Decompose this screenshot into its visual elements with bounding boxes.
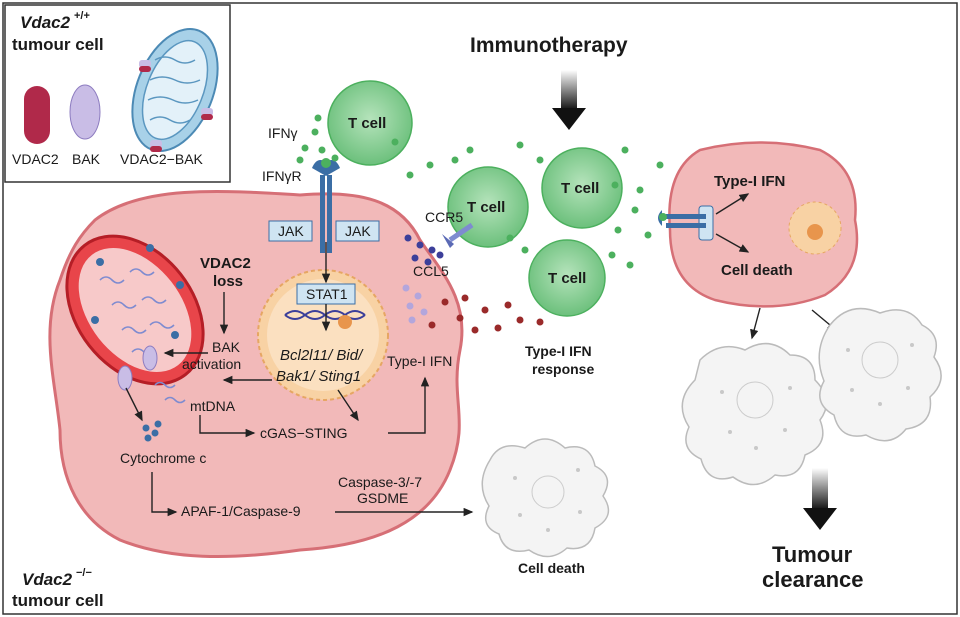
ifng-dots-field — [391, 138, 664, 269]
legend-title-gene: Vdac2 — [20, 13, 71, 32]
stat1-box: STAT1 — [296, 283, 356, 305]
legend-title-sup: +/+ — [74, 10, 90, 22]
cytochrome-c-dots — [142, 420, 162, 442]
t-cell-bottom-label: T cell — [548, 270, 586, 287]
type1-ifn-label: Type-I IFN — [387, 353, 452, 369]
cell-death-center-label: Cell death — [518, 560, 585, 576]
immunotherapy-arrow — [552, 70, 586, 130]
t-cell-top: T cell — [327, 80, 413, 166]
jak-right-label: JAK — [345, 223, 371, 239]
ifng-label: IFNγ — [268, 125, 298, 141]
vdac2-legend-icon — [24, 86, 50, 144]
mtdna-fragments — [154, 381, 186, 404]
ccr5-label: CCR5 — [425, 209, 463, 225]
t-cell-bottom: T cell — [528, 239, 606, 317]
genes-line-2: Bak1/ Sting1 — [276, 368, 361, 385]
type1-ifn-red-dots — [428, 294, 544, 334]
legend-label-vdac2-bak: VDAC2−BAK — [120, 151, 204, 167]
ifn-response-line-2: response — [532, 361, 594, 377]
legend-title-rest: tumour cell — [12, 35, 104, 54]
clearance-line-1: Tumour — [772, 542, 853, 567]
genes-line-1: Bcl2l11/ Bid/ — [280, 347, 364, 364]
t-cell-top-label: T cell — [348, 115, 386, 132]
right-tumour-cell — [658, 141, 859, 308]
jak-left: JAK — [268, 220, 313, 242]
mitochondrion — [65, 234, 205, 391]
t-cell-ccr5-label: T cell — [467, 199, 505, 216]
mitochondrion-legend-icon — [131, 27, 219, 153]
ko-cell-rest: tumour cell — [12, 591, 104, 610]
dead-cell-right-2 — [818, 307, 942, 442]
vdac2-loss-line-2: loss — [213, 273, 243, 290]
ccr5-receptor — [442, 222, 474, 248]
right-cell-death-label: Cell death — [721, 262, 793, 279]
clearance-line-2: clearance — [762, 567, 864, 592]
vdac2-loss-line-1: VDAC2 — [200, 255, 251, 272]
legend-box: Vdac2 +/+ tumour cell VDAC2 BAK VDAC2−BA… — [4, 4, 231, 183]
ifng-dots — [296, 114, 339, 164]
caspase-line-1: Caspase-3/-7 — [338, 474, 422, 490]
stat1-label: STAT1 — [306, 286, 348, 302]
cgas-sting-label: cGAS−STING — [260, 425, 348, 441]
dead-cell-right-1 — [681, 342, 828, 486]
ko-cell-gene: Vdac2 — [22, 570, 73, 589]
ccl5-label: CCL5 — [413, 263, 449, 279]
immunotherapy-title: Immunotherapy — [470, 34, 628, 57]
caspase-line-2: GSDME — [357, 490, 408, 506]
jak-right: JAK — [335, 220, 380, 242]
pathway-arrows — [125, 242, 474, 517]
bak-legend-icon — [69, 84, 101, 140]
t-cell-middle-label: T cell — [561, 180, 599, 197]
mtdna-label: mtDNA — [190, 398, 236, 414]
jak-left-label: JAK — [278, 223, 304, 239]
dead-cell-center — [481, 438, 610, 558]
ko-cell-sup: −/− — [76, 567, 92, 579]
ccl5-dots — [404, 234, 444, 266]
legend-label-bak: BAK — [72, 151, 101, 167]
clearance-arrow — [803, 468, 837, 530]
ifngr-receptor — [312, 158, 340, 253]
bak-activation-line-1: BAK — [212, 339, 241, 355]
t-cell-middle: T cell — [541, 147, 623, 229]
bak-activation-line-2: activation — [182, 356, 241, 372]
apaf-caspase9-label: APAF-1/Caspase-9 — [181, 503, 301, 519]
cytochrome-c-label: Cytochrome c — [120, 450, 206, 466]
type1-ifn-purple-dots — [402, 284, 428, 324]
legend-label-vdac2: VDAC2 — [12, 151, 59, 167]
right-type1-ifn-label: Type-I IFN — [714, 173, 785, 190]
ifngr-label: IFNγR — [262, 168, 302, 184]
ifn-response-line-1: Type-I IFN — [525, 343, 592, 359]
